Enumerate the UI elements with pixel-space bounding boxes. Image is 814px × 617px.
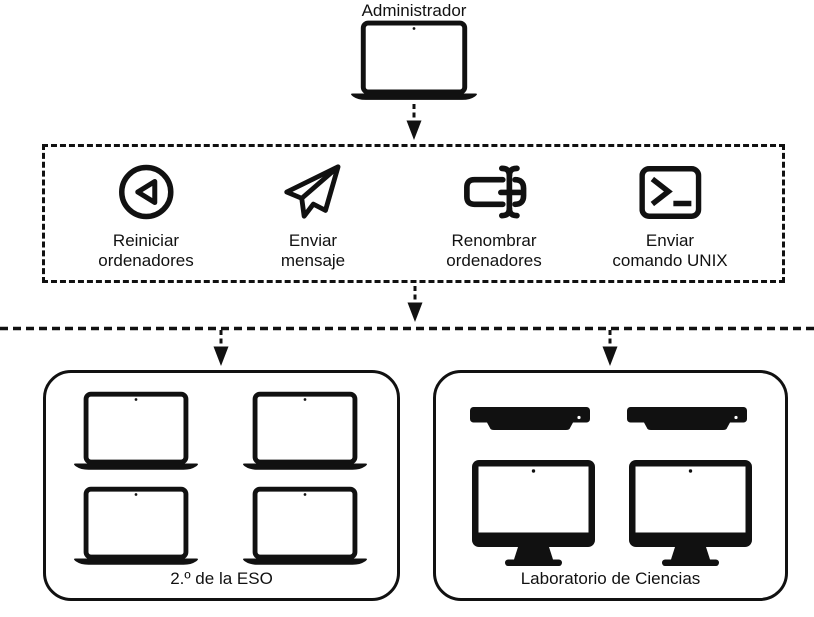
- arrow-network-to-lab: [601, 329, 619, 367]
- room-eso: 2.º de la ESO: [43, 370, 400, 601]
- command-palette: Reiniciar ordenadores Enviar mensaje: [42, 144, 785, 283]
- command-label: Enviar mensaje: [281, 231, 345, 271]
- mac-mini-icon: [627, 407, 747, 431]
- command-label: Renombrar ordenadores: [446, 231, 541, 271]
- laptop-icon: [241, 391, 369, 471]
- command-label: Reiniciar ordenadores: [98, 231, 193, 271]
- command-label-line1: Renombrar: [451, 231, 537, 250]
- network-separator-line: [0, 326, 814, 331]
- command-renombrar-ordenadores: Renombrar ordenadores: [446, 156, 542, 271]
- room-eso-label: 2.º de la ESO: [170, 569, 273, 588]
- rename-icon: [460, 156, 528, 228]
- terminal-icon: [639, 156, 701, 228]
- command-enviar-mensaje: Enviar mensaje: [281, 156, 345, 271]
- room-lab-label: Laboratorio de Ciencias: [520, 569, 701, 588]
- command-reiniciar-ordenadores: Reiniciar ordenadores: [98, 156, 194, 271]
- command-label-line2: comando UNIX: [612, 251, 728, 270]
- administrator-label: Administrador: [361, 1, 467, 20]
- mac-mini-icon: [470, 407, 590, 431]
- laptop-icon: [349, 20, 479, 101]
- command-label-line1: Enviar: [645, 231, 695, 250]
- arrow-commands-to-network: [406, 285, 424, 323]
- command-label-line2: ordenadores: [446, 251, 542, 270]
- laptop-icon: [72, 486, 200, 566]
- command-label-line1: Enviar: [288, 231, 338, 250]
- command-label: Enviar comando UNIX: [612, 231, 727, 271]
- imac-icon: [472, 460, 595, 566]
- command-label-line1: Reiniciar: [112, 231, 180, 250]
- paper-plane-icon: [282, 156, 344, 228]
- room-lab: Laboratorio de Ciencias: [433, 370, 788, 601]
- laptop-icon: [241, 486, 369, 566]
- imac-icon: [629, 460, 752, 566]
- arrow-admin-to-commands: [405, 103, 423, 141]
- arrow-network-to-eso: [212, 329, 230, 367]
- command-enviar-comando-unix: Enviar comando UNIX: [612, 156, 728, 271]
- restart-icon: [118, 156, 174, 228]
- command-label-line2: ordenadores: [98, 251, 194, 270]
- laptop-icon: [72, 391, 200, 471]
- command-label-line2: mensaje: [280, 251, 346, 270]
